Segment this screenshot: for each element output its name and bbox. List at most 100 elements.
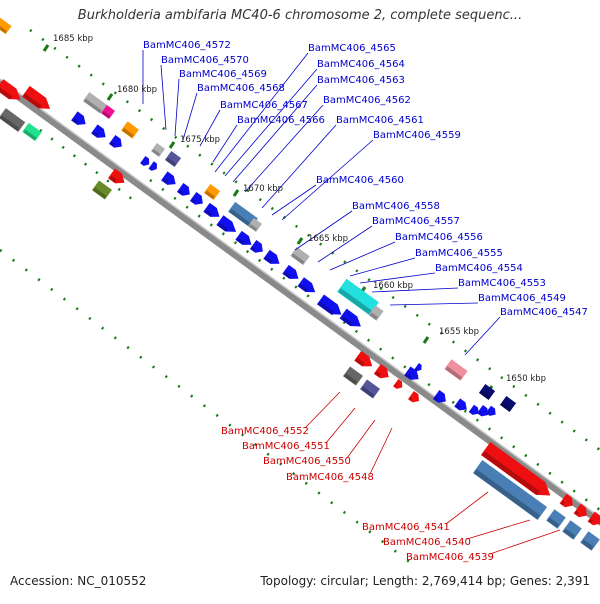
kbp-label: 1670 kbp: [243, 184, 283, 194]
gene-reverse-red-shade: [374, 371, 381, 377]
gene-block-orange-shade: [0, 23, 7, 34]
gene-forward-blue-shade: [317, 301, 334, 315]
leader-line: [489, 529, 561, 555]
gene-forward-blue: [148, 161, 157, 171]
gene-forward-blue-shade: [283, 271, 292, 279]
leader-line: [212, 124, 238, 163]
gene-block-red-shade: [23, 93, 42, 109]
gene-reverse-red-large-shade: [481, 451, 541, 496]
gene-forward-blue-shade: [469, 410, 473, 414]
leader-line: [317, 225, 373, 263]
gene-reverse-red: [408, 391, 420, 403]
gene-block-orange: [121, 121, 139, 139]
gene-forward-blue: [189, 192, 203, 205]
gene-block-orange-shape: [121, 121, 139, 139]
major-tick: [42, 44, 50, 52]
gene-block-gray: [151, 143, 165, 157]
gene-block-darkgray: [0, 108, 26, 132]
gene-block-steel: [228, 201, 258, 229]
gene-forward-blue-shape: [485, 405, 496, 416]
gene-block-steel-shape: [580, 531, 600, 551]
kbp-label: 1650 kbp: [506, 374, 546, 384]
gene-block-red-shade: [0, 86, 13, 100]
gene-block-magenta-shade: [101, 111, 111, 119]
gene-block-gray: [82, 92, 108, 114]
gene-forward-blue-shape: [203, 202, 220, 217]
gene-forward-blue-shade: [405, 373, 412, 379]
gene-label-bammc406_4541: BamMC406_4541: [362, 522, 450, 533]
gene-forward-blue-shape: [316, 294, 342, 315]
gene-label-bammc406_4564: BamMC406_4564: [317, 59, 405, 70]
gene-forward-blue-shade: [190, 198, 196, 204]
gene-block-orange-shade: [204, 190, 215, 200]
gene-label-bammc406_4565: BamMC406_4565: [308, 43, 396, 54]
gene-forward-blue-shade: [433, 396, 439, 402]
gene-forward-blue-shade: [141, 161, 144, 165]
gene-forward-blue: [140, 156, 150, 166]
gene-reverse-red-shape: [573, 503, 587, 518]
gene-block-red-shade: [108, 175, 117, 183]
gene-reverse-red-shade: [588, 518, 593, 524]
major-tick: [422, 336, 430, 344]
gene-block-darkgray-shade: [343, 373, 358, 385]
gene-block-gray-shape: [151, 143, 165, 157]
leader-line: [325, 407, 356, 444]
gene-block-gray-shape: [290, 246, 310, 266]
gene-block-gray-shape: [82, 92, 108, 114]
gene-block-pink: [444, 359, 468, 381]
gene-reverse-red-shade: [394, 384, 397, 388]
kbp-label: 1655 kbp: [439, 327, 479, 337]
kbp-label: 1660 kbp: [373, 281, 413, 291]
gene-forward-blue-shape: [140, 156, 150, 166]
gene-block-navy: [478, 384, 496, 400]
gene-forward-blue-shape: [249, 240, 263, 253]
gene-forward-blue-shade: [149, 166, 152, 170]
gene-forward-blue-shade: [340, 315, 354, 327]
gene-forward-blue-shape: [148, 161, 157, 171]
gene-block-pink-shape: [444, 359, 468, 381]
gene-block-steel-large-shape: [472, 460, 548, 520]
major-tick: [232, 189, 240, 197]
gene-reverse-red-shade: [355, 357, 365, 367]
gene-block-steel: [562, 520, 582, 540]
leader-line: [244, 104, 324, 193]
gene-forward-blue: [108, 135, 122, 148]
gene-forward-blue-shape: [216, 215, 237, 232]
gene-forward-blue: [161, 171, 176, 185]
gene-block-red: [0, 79, 21, 100]
gene-block-steel-shade: [581, 539, 594, 550]
gene-block-steel-shade: [229, 209, 253, 228]
gene-forward-blue: [339, 308, 361, 327]
gene-forward-blue: [297, 277, 316, 293]
gene-block-darkgray-shape: [0, 108, 26, 132]
gene-forward-blue: [454, 398, 467, 411]
gene-label-bammc406_4572: BamMC406_4572: [143, 40, 231, 51]
gene-reverse-red-shape: [393, 379, 403, 389]
gene-block-cyan-shade: [338, 288, 372, 315]
gene-block-navy-shade: [500, 402, 511, 412]
gene-forward-blue-shade: [250, 246, 256, 252]
gene-block-gray: [368, 305, 384, 321]
gene-block-red: [22, 85, 51, 109]
gene-label-bammc406_4557: BamMC406_4557: [372, 216, 460, 227]
gene-block-navy-shape: [499, 396, 517, 412]
gene-block-gray-shape: [368, 305, 384, 321]
leader-line: [294, 210, 353, 251]
gene-block-slate-shape: [164, 151, 182, 167]
gene-forward-blue: [263, 249, 280, 264]
gene-block-steel-shade: [563, 528, 576, 539]
gene-block-darkgray-shade: [0, 115, 20, 132]
leader-line: [349, 257, 416, 277]
gene-block-navy: [499, 396, 517, 412]
gene-block-steel-large-shade: [473, 469, 540, 520]
gene-forward-blue-shade: [204, 209, 213, 217]
gene-label-bammc406_4552: BamMC406_4552: [221, 426, 309, 437]
gene-forward-blue-shape: [71, 111, 86, 125]
gene-block-olive-shade: [92, 187, 107, 199]
gene-label-bammc406_4550: BamMC406_4550: [263, 456, 351, 467]
kbp-label: 1685 kbp: [53, 34, 93, 44]
gene-block-red-shape: [108, 168, 125, 184]
leader-line: [329, 241, 396, 271]
